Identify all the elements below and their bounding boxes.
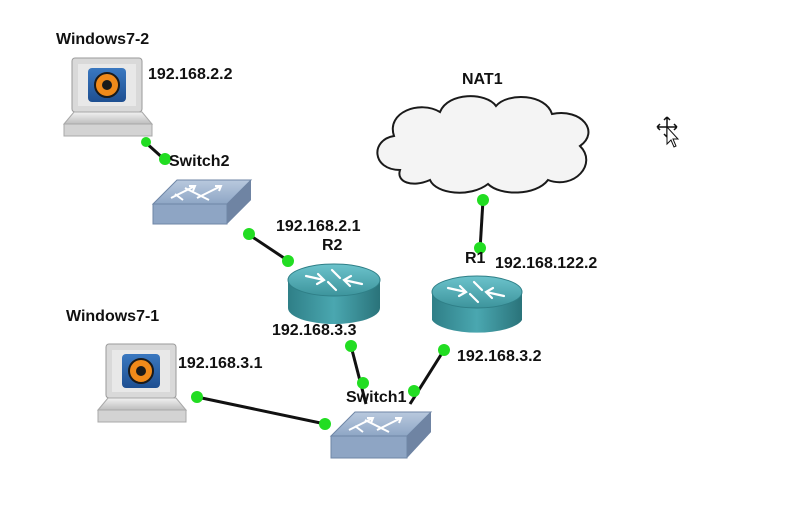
r2-name-label: R2: [322, 237, 343, 254]
nat-cloud-icon[interactable]: [376, 95, 590, 194]
link-dot: [191, 391, 203, 403]
router-r1-icon[interactable]: [431, 275, 523, 333]
switch2-icon[interactable]: [151, 179, 253, 225]
link-dot: [282, 255, 294, 267]
laptop-win1-icon[interactable]: [96, 343, 188, 423]
win2-name-label: Windows7-2: [56, 31, 150, 48]
r1-name-label: R1: [465, 250, 486, 267]
laptop-win2-icon[interactable]: [62, 57, 154, 137]
r1-ip-top-label: 192.168.122.2: [495, 255, 598, 272]
link-dot: [357, 377, 369, 389]
nat-name-label: NAT1: [462, 71, 503, 88]
link-win1-switch1[interactable]: [196, 395, 331, 427]
r2-ip-bottom-label: 192.168.3.3: [272, 322, 357, 339]
link-dot: [243, 228, 255, 240]
win2-ip-label: 192.168.2.2: [148, 66, 233, 83]
link-dot: [477, 194, 489, 206]
win1-ip-label: 192.168.3.1: [178, 355, 263, 372]
link-switch2-r2[interactable]: [247, 232, 291, 264]
link-dot: [319, 418, 331, 430]
link-endpoints: [141, 137, 489, 430]
link-dot: [474, 242, 486, 254]
switch1-icon[interactable]: [329, 411, 433, 459]
link-dot: [345, 340, 357, 352]
switch1-name-label: Switch1: [346, 389, 407, 406]
link-dot: [159, 153, 171, 165]
link-dot: [438, 344, 450, 356]
link-dot: [408, 385, 420, 397]
link-dot: [141, 137, 151, 147]
router-r2-icon[interactable]: [287, 263, 381, 324]
switch2-name-label: Switch2: [169, 153, 230, 170]
r1-ip-bottom-label: 192.168.3.2: [457, 348, 542, 365]
move-cursor-icon: [656, 116, 680, 148]
win1-name-label: Windows7-1: [66, 308, 160, 325]
r2-ip-top-label: 192.168.2.1: [276, 218, 361, 235]
link-nat-r1[interactable]: [478, 199, 485, 251]
link-r2-switch1[interactable]: [349, 345, 368, 405]
